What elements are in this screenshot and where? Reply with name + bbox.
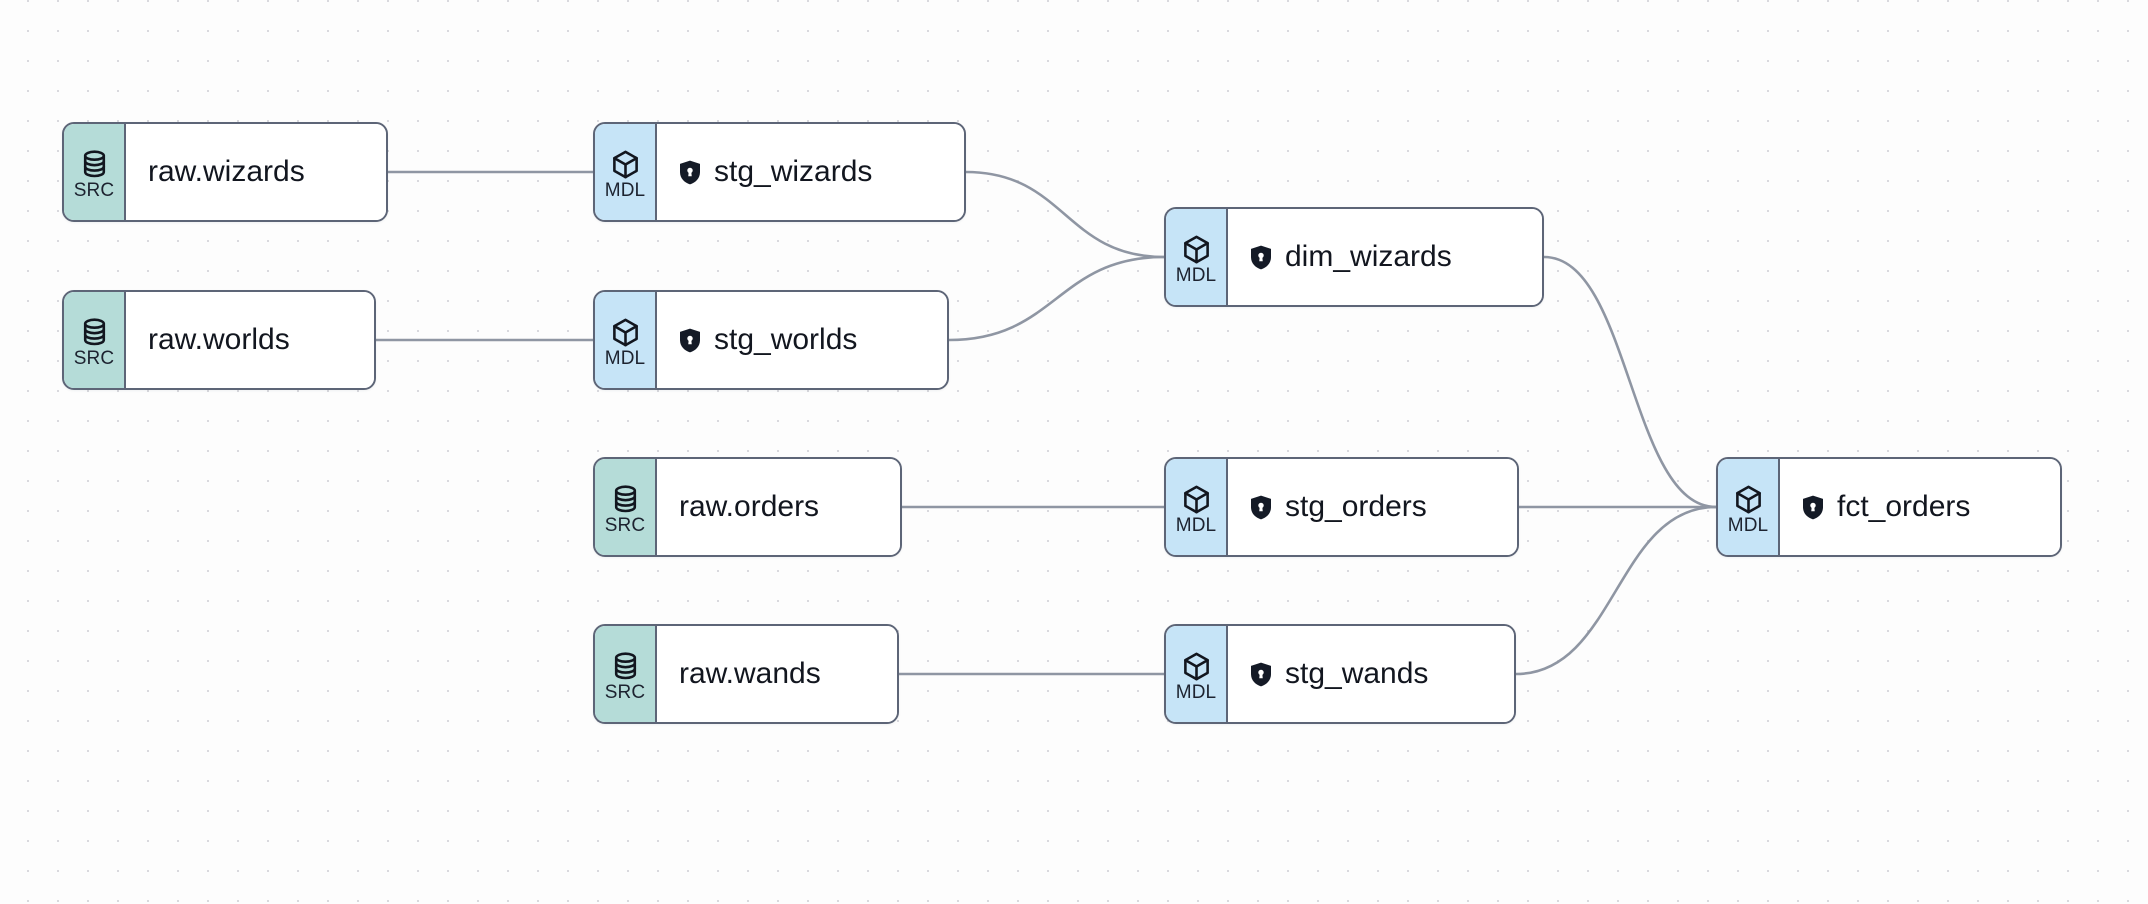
node-body-fct_orders[interactable]: fct_orders (1780, 459, 2060, 555)
node-stg_wands[interactable]: MDL stg_wands (1164, 624, 1516, 724)
node-label: stg_wands (1285, 657, 1429, 691)
lock-shield-icon (1250, 495, 1272, 520)
database-icon (610, 651, 641, 682)
lock-shield-icon (679, 160, 701, 185)
lock-shield-icon (1250, 245, 1272, 270)
cube-icon (1181, 651, 1212, 682)
cube-icon (1181, 484, 1212, 515)
lock-shield-icon (1250, 662, 1272, 687)
node-body-stg_wizards[interactable]: stg_wizards (657, 124, 964, 220)
cube-icon (610, 317, 641, 348)
database-icon (79, 149, 110, 180)
node-type-label: MDL (604, 179, 646, 201)
node-type-label: MDL (604, 347, 646, 369)
node-type-label: SRC (604, 514, 646, 536)
cube-icon (610, 149, 641, 180)
node-type-badge-stg_wizards[interactable]: MDL (595, 124, 657, 220)
edge-stg_worlds-to-dim_wizards (947, 255, 1166, 342)
node-raw_wands[interactable]: SRC raw.wands (593, 624, 899, 724)
node-type-badge-raw_worlds[interactable]: SRC (64, 292, 126, 388)
node-body-stg_worlds[interactable]: stg_worlds (657, 292, 947, 388)
node-type-label: MDL (1175, 681, 1217, 703)
node-label: raw.wizards (148, 155, 305, 189)
database-icon (79, 317, 110, 348)
node-body-raw_worlds[interactable]: raw.worlds (126, 292, 374, 388)
node-label: stg_wizards (714, 155, 873, 189)
node-raw_orders[interactable]: SRC raw.orders (593, 457, 902, 557)
node-type-label: MDL (1175, 514, 1217, 536)
node-type-badge-raw_wizards[interactable]: SRC (64, 124, 126, 220)
node-type-badge-dim_wizards[interactable]: MDL (1166, 209, 1228, 305)
lock-shield-icon (1802, 495, 1824, 520)
node-raw_worlds[interactable]: SRC raw.worlds (62, 290, 376, 390)
node-label: raw.wands (679, 657, 821, 691)
node-type-badge-stg_wands[interactable]: MDL (1166, 626, 1228, 722)
node-type-label: MDL (1727, 514, 1769, 536)
node-label: stg_worlds (714, 323, 858, 357)
node-fct_orders[interactable]: MDL fct_orders (1716, 457, 2062, 557)
lock-shield-icon (679, 328, 701, 353)
node-label: fct_orders (1837, 490, 1971, 524)
edge-stg_wands-to-fct_orders (1514, 505, 1718, 676)
node-body-raw_wands[interactable]: raw.wands (657, 626, 897, 722)
edge-dim_wizards-to-fct_orders (1542, 255, 1718, 509)
node-type-badge-raw_orders[interactable]: SRC (595, 459, 657, 555)
node-stg_worlds[interactable]: MDL stg_worlds (593, 290, 949, 390)
node-type-badge-stg_orders[interactable]: MDL (1166, 459, 1228, 555)
node-body-stg_orders[interactable]: stg_orders (1228, 459, 1517, 555)
cube-icon (1181, 234, 1212, 265)
node-type-badge-raw_wands[interactable]: SRC (595, 626, 657, 722)
node-body-raw_wizards[interactable]: raw.wizards (126, 124, 386, 220)
node-label: raw.worlds (148, 323, 290, 357)
node-type-label: SRC (73, 179, 115, 201)
node-label: raw.orders (679, 490, 820, 524)
node-type-badge-fct_orders[interactable]: MDL (1718, 459, 1780, 555)
node-stg_wizards[interactable]: MDL stg_wizards (593, 122, 966, 222)
node-type-label: SRC (604, 681, 646, 703)
node-body-raw_orders[interactable]: raw.orders (657, 459, 900, 555)
node-body-dim_wizards[interactable]: dim_wizards (1228, 209, 1542, 305)
node-type-label: SRC (73, 347, 115, 369)
edge-stg_wizards-to-dim_wizards (964, 170, 1166, 259)
node-raw_wizards[interactable]: SRC raw.wizards (62, 122, 388, 222)
node-body-stg_wands[interactable]: stg_wands (1228, 626, 1514, 722)
node-type-label: MDL (1175, 264, 1217, 286)
node-type-badge-stg_worlds[interactable]: MDL (595, 292, 657, 388)
node-label: dim_wizards (1285, 240, 1452, 274)
database-icon (610, 484, 641, 515)
cube-icon (1733, 484, 1764, 515)
node-label: stg_orders (1285, 490, 1427, 524)
node-stg_orders[interactable]: MDL stg_orders (1164, 457, 1519, 557)
node-dim_wizards[interactable]: MDL dim_wizards (1164, 207, 1544, 307)
